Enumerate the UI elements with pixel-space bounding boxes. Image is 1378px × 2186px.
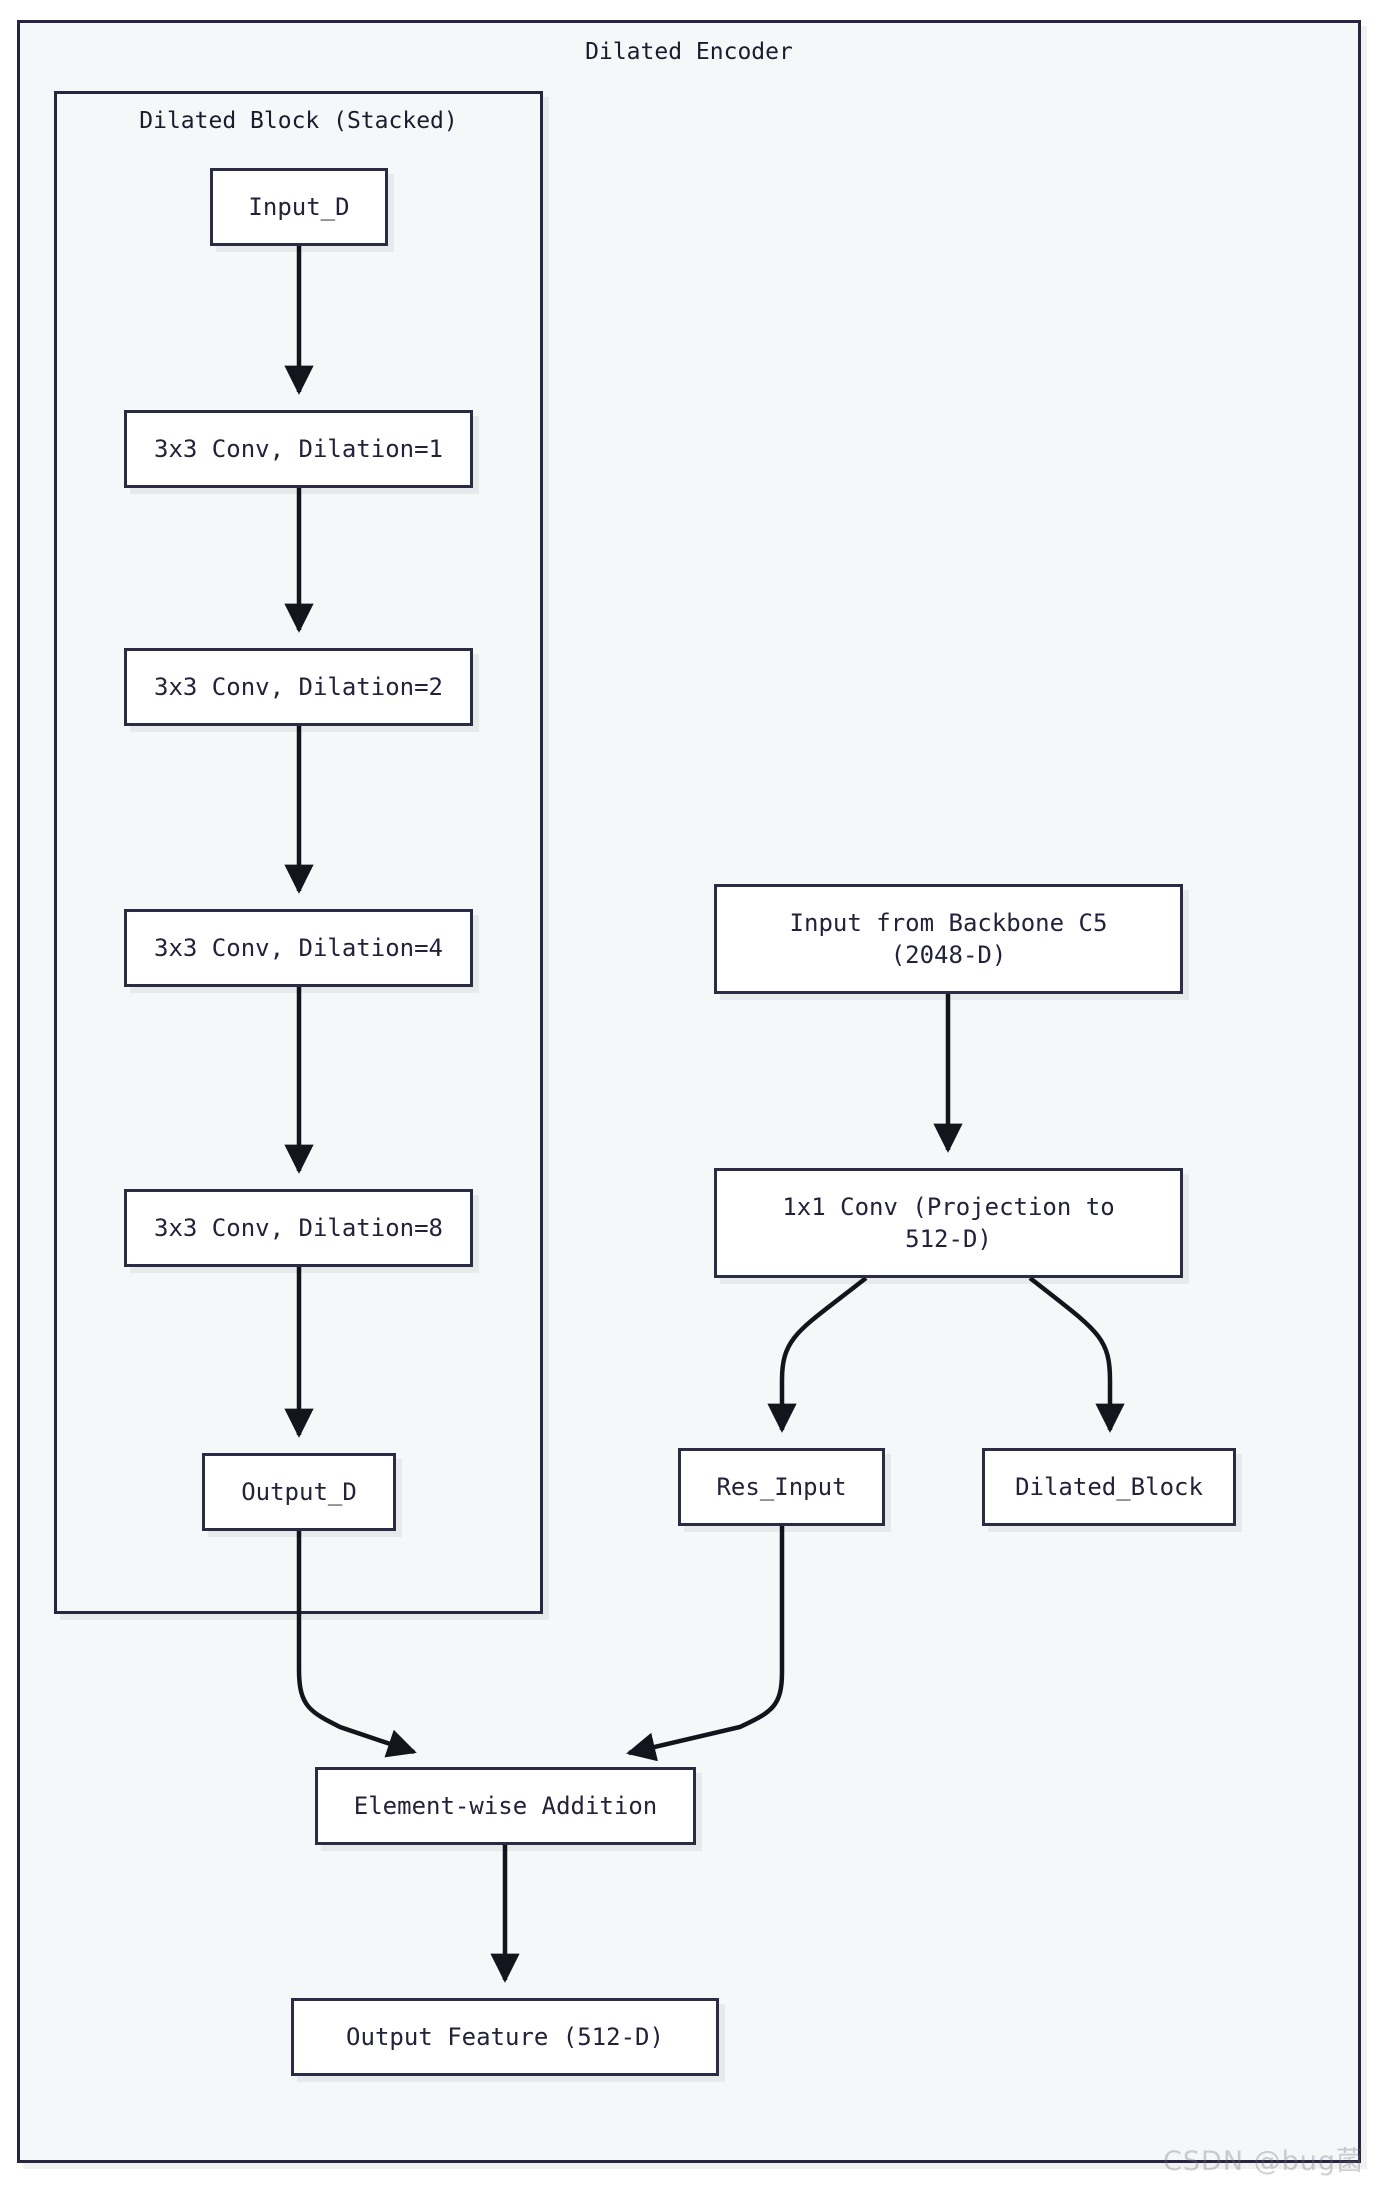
node-conv-dilation-4[interactable]: 3x3 Conv, Dilation=4: [124, 909, 473, 987]
node-element-wise-addition-label: Element-wise Addition: [353, 1791, 658, 1820]
node-conv-dilation-1[interactable]: 3x3 Conv, Dilation=1: [124, 410, 473, 488]
node-1x1-conv-projection[interactable]: 1x1 Conv (Projection to 512-D): [714, 1168, 1183, 1278]
cluster-dilated-block-stacked: Dilated Block (Stacked): [54, 91, 543, 1614]
node-conv-dilation-4-label: 3x3 Conv, Dilation=4: [154, 933, 443, 962]
node-res-input-label: Res_Input: [716, 1472, 847, 1501]
node-output-feature[interactable]: Output Feature (512-D): [291, 1998, 719, 2076]
node-input-from-backbone-c5[interactable]: Input from Backbone C5 (2048-D): [714, 884, 1183, 994]
watermark: CSDN @bug菌: [1163, 2146, 1364, 2177]
node-output-d-label: Output_D: [241, 1477, 357, 1506]
node-dilated-block[interactable]: Dilated_Block: [982, 1448, 1236, 1526]
node-element-wise-addition[interactable]: Element-wise Addition: [315, 1767, 696, 1845]
node-conv-dilation-2-label: 3x3 Conv, Dilation=2: [154, 672, 443, 701]
node-conv-dilation-2[interactable]: 3x3 Conv, Dilation=2: [124, 648, 473, 726]
node-output-feature-label: Output Feature (512-D): [346, 2022, 664, 2051]
node-output-d[interactable]: Output_D: [202, 1453, 396, 1531]
node-input-d-label: Input_D: [248, 192, 350, 221]
cluster-dilated-block-stacked-label: Dilated Block (Stacked): [139, 108, 458, 134]
cluster-dilated-encoder-label: Dilated Encoder: [585, 39, 793, 65]
node-res-input[interactable]: Res_Input: [678, 1448, 885, 1526]
node-conv-dilation-1-label: 3x3 Conv, Dilation=1: [154, 434, 443, 463]
node-dilated-block-label: Dilated_Block: [1015, 1472, 1203, 1501]
node-input-from-backbone-c5-label: Input from Backbone C5 (2048-D): [789, 908, 1108, 969]
node-conv-dilation-8[interactable]: 3x3 Conv, Dilation=8: [124, 1189, 473, 1267]
node-1x1-conv-projection-label: 1x1 Conv (Projection to 512-D): [782, 1192, 1115, 1253]
node-input-d[interactable]: Input_D: [210, 168, 388, 246]
node-conv-dilation-8-label: 3x3 Conv, Dilation=8: [154, 1213, 443, 1242]
